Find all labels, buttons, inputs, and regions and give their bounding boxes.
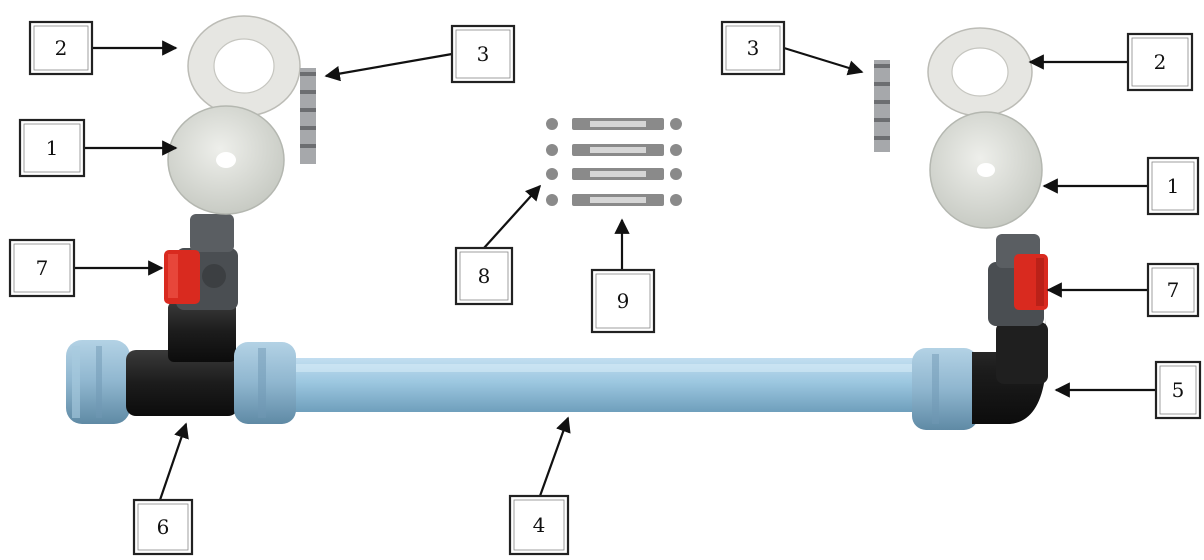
callout-label: 3 <box>477 42 490 66</box>
tee-fitting-icon <box>66 302 296 424</box>
flange-plate-icon <box>929 111 1043 229</box>
callout-right-valve: 7 <box>1146 262 1200 318</box>
callout-left-plate: 1 <box>18 118 86 178</box>
callout-label: 4 <box>533 513 546 537</box>
fastener-strip-icon <box>572 118 682 206</box>
arrow-right-bolts <box>783 46 864 76</box>
arrow-tee <box>158 422 189 501</box>
leader-arrows <box>74 40 1156 501</box>
callout-label: 7 <box>36 256 49 280</box>
callout-label: 1 <box>46 136 59 160</box>
callout-clamp: 8 <box>454 246 514 306</box>
callout-label: 8 <box>478 264 491 288</box>
saddle-clamp-icon <box>546 118 558 206</box>
callout-label: 3 <box>747 36 760 60</box>
callout-label: 7 <box>1167 278 1180 302</box>
ball-valve-icon <box>988 234 1048 326</box>
callout-label: 6 <box>157 515 170 539</box>
callout-label: 1 <box>1167 174 1180 198</box>
callout-label: 5 <box>1172 378 1185 402</box>
callout-right-gasket: 2 <box>1126 32 1194 92</box>
flange-gasket-icon <box>187 15 301 117</box>
elbow-fitting-icon <box>912 318 1048 430</box>
callout-pipe: 4 <box>508 494 570 556</box>
arrow-left-bolts <box>324 52 453 82</box>
callout-right-bolts: 3 <box>720 20 786 76</box>
callout-label: 9 <box>617 289 630 313</box>
callout-left-gasket: 2 <box>28 20 94 76</box>
callout-label: 2 <box>1154 50 1167 74</box>
bolt-set-icon <box>300 68 316 164</box>
callout-left-valve: 7 <box>8 238 76 298</box>
flange-plate-icon <box>167 105 285 215</box>
pipe-assembly <box>66 214 1048 430</box>
callout-left-bolts: 3 <box>450 24 516 84</box>
callout-label: 2 <box>55 36 68 60</box>
callout-fasteners: 9 <box>590 268 656 334</box>
pipe-icon <box>290 358 930 412</box>
arrow-clamp <box>483 184 542 249</box>
callout-elbow: 5 <box>1154 360 1202 420</box>
bolt-set-icon <box>874 60 890 152</box>
callout-right-plate: 1 <box>1146 156 1200 216</box>
arrow-pipe <box>538 416 571 497</box>
flange-gasket-icon <box>927 27 1033 117</box>
ball-valve-icon <box>164 214 238 310</box>
callout-tee: 6 <box>132 498 194 556</box>
